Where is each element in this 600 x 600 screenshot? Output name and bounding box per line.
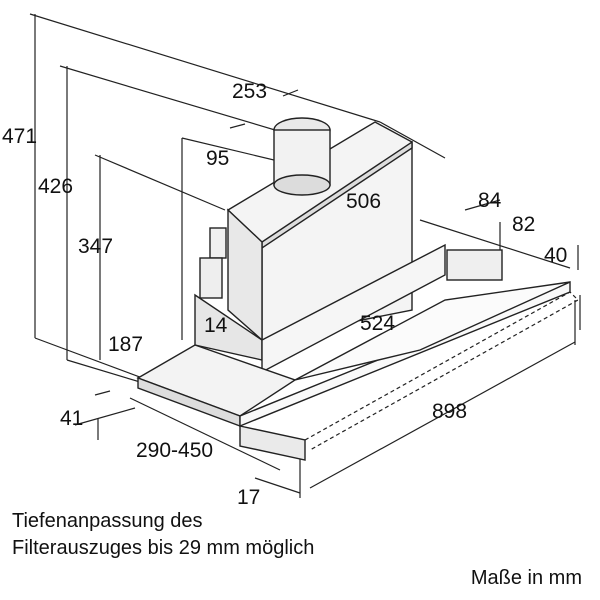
- ext-line-41: [74, 407, 136, 426]
- note-line-1: Tiefenanpassung des: [12, 510, 203, 532]
- dim-347: 347: [78, 235, 113, 258]
- chimney-bottom: [273, 174, 331, 196]
- dim-187: 187: [108, 333, 143, 356]
- dim-line-506: [379, 121, 446, 159]
- dim-41: 41: [60, 407, 83, 430]
- ext-line-426: [59, 65, 276, 131]
- ext-line-bottom-2: [66, 359, 141, 383]
- dim-arrow-253: [229, 123, 246, 129]
- dim-line-898: [309, 341, 576, 489]
- dim-95: 95: [206, 147, 229, 170]
- dim-line-41a: [94, 390, 111, 396]
- filter-extended-outline: [304, 291, 579, 451]
- hood-lower-front: [261, 243, 446, 374]
- hood-bottom-panel: [294, 281, 571, 381]
- dim-471: 471: [2, 125, 37, 148]
- ext-line-347: [94, 154, 226, 211]
- dim-line-84-82: [419, 219, 571, 269]
- ext-line-84: [464, 199, 501, 211]
- dim-524: 524: [360, 312, 395, 335]
- units-label: Maße in mm: [470, 567, 582, 589]
- hood-side-panel: [199, 257, 223, 299]
- dim-253: 253: [232, 80, 267, 103]
- dim-84: 84: [478, 189, 502, 212]
- dim-17: 17: [237, 486, 260, 509]
- front-panel: [239, 425, 306, 461]
- dim-82: 82: [512, 213, 535, 236]
- note-line-2: Filterauszuges bis 29 mm möglich: [12, 537, 315, 559]
- dim-898: 898: [432, 400, 467, 423]
- ext-line-top: [29, 13, 381, 123]
- side-block: [446, 249, 503, 281]
- dim-arrow-253b: [282, 89, 299, 97]
- dim-line-290-450: [129, 397, 281, 471]
- dim-line-17: [254, 477, 301, 494]
- dim-426: 426: [38, 175, 73, 198]
- dim-40: 40: [544, 244, 567, 267]
- hood-bracket-left: [209, 227, 227, 259]
- dim-290-450: 290-450: [136, 439, 213, 462]
- dim-506: 506: [346, 190, 381, 213]
- dim-14: 14: [204, 314, 228, 337]
